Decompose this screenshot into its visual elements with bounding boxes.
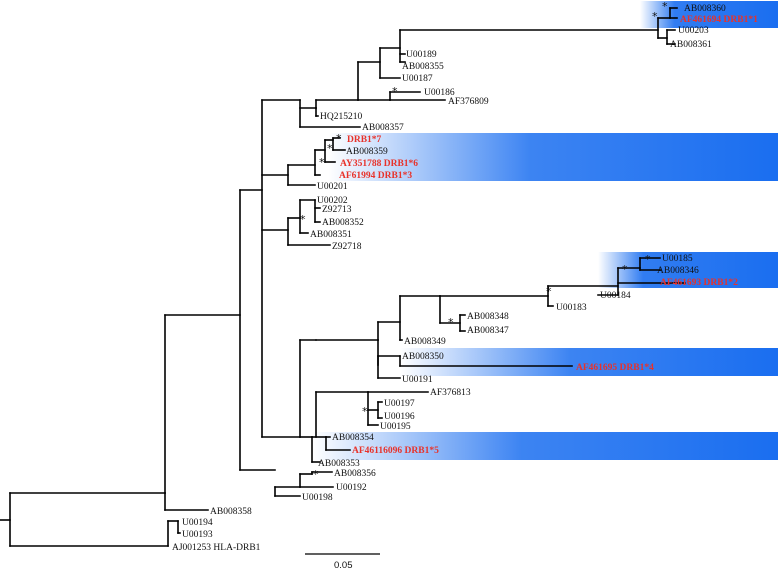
support-marker: *	[448, 316, 454, 329]
tip-label: AF376809	[448, 97, 489, 107]
tip-label: AB008357	[362, 123, 404, 133]
support-markers: *************	[300, 0, 668, 481]
tip-label: U00202	[317, 196, 348, 206]
support-marker: *	[652, 10, 658, 23]
tip-label: U00194	[182, 518, 213, 528]
tip-label: AB008354	[332, 433, 374, 443]
tip-label: U00195	[380, 422, 411, 432]
tip-label: U00198	[302, 493, 333, 503]
highlight-bands	[312, 1, 778, 460]
support-marker: *	[300, 213, 306, 226]
clade-band-drb1-2	[598, 252, 778, 288]
support-marker: *	[336, 132, 342, 145]
tip-label: AB008359	[346, 147, 388, 157]
tip-label: U00187	[402, 74, 433, 84]
clade-band-drb1-1	[640, 1, 778, 28]
support-marker: *	[362, 405, 368, 418]
tip-label: AF376813	[430, 388, 471, 398]
scale-bar: 0.05	[305, 553, 380, 570]
tip-label: AB008361	[670, 40, 712, 50]
tip-label: AB008349	[404, 337, 446, 347]
support-marker: *	[313, 468, 319, 481]
support-marker: *	[319, 156, 325, 169]
tip-label: U00193	[182, 530, 213, 540]
highlighted-tip-label: AF461694 DRB1*1	[680, 15, 758, 25]
tip-label: AB008347	[467, 326, 509, 336]
clade-band-drb1-3-6-7	[328, 133, 778, 181]
tip-label: AJ001253 HLA-DRB1	[172, 543, 261, 553]
support-marker: *	[327, 142, 333, 155]
tip-label: U00185	[662, 254, 693, 264]
clade-band-drb1-4	[400, 348, 778, 376]
tip-label: AB008350	[402, 352, 444, 362]
support-marker: *	[662, 0, 668, 13]
highlighted-tip-label: AF461695 DRB1*4	[576, 363, 654, 373]
tip-label: AB008355	[402, 62, 444, 72]
tip-label: AB008352	[322, 218, 364, 228]
tip-label: AB008348	[467, 312, 509, 322]
tip-label: U00183	[556, 303, 587, 313]
highlighted-tip-label: AF61994 DRB1*3	[339, 171, 412, 181]
tip-label: U00192	[336, 483, 367, 493]
tip-label: AB008346	[657, 266, 699, 276]
clade-band-drb1-5	[312, 432, 778, 460]
tip-label: AB008351	[310, 230, 352, 240]
tip-label: U00184	[600, 291, 631, 301]
tip-label: U00197	[384, 399, 415, 409]
tip-label: U00191	[402, 375, 433, 385]
support-marker: *	[546, 285, 552, 298]
scale-bar-label: 0.05	[334, 560, 353, 570]
highlighted-tip-label: DRB1*7	[347, 135, 382, 145]
tip-label: AB008356	[334, 469, 376, 479]
tip-label: U00203	[678, 26, 709, 36]
highlighted-tip-label: AF461693 DRB1*2	[660, 278, 738, 288]
tip-label: U00189	[406, 50, 437, 60]
support-marker: *	[392, 85, 398, 98]
support-marker: *	[622, 263, 628, 276]
tree-branches	[0, 7, 686, 547]
tip-label: AB008360	[684, 4, 726, 14]
tip-label: Z92713	[322, 205, 352, 215]
tip-label: HQ215210	[320, 112, 362, 122]
tip-label: AB008353	[318, 459, 360, 469]
tip-label: U00186	[424, 88, 455, 98]
highlighted-tip-label: AY351788 DRB1*6	[340, 159, 418, 169]
tip-label: AB008358	[210, 507, 252, 517]
support-marker: *	[645, 253, 651, 266]
highlighted-tip-label: AF46116096 DRB1*5	[352, 446, 439, 456]
tip-label: U00201	[317, 182, 348, 192]
tip-label: U00196	[384, 412, 415, 422]
tip-label: Z92718	[332, 242, 362, 252]
